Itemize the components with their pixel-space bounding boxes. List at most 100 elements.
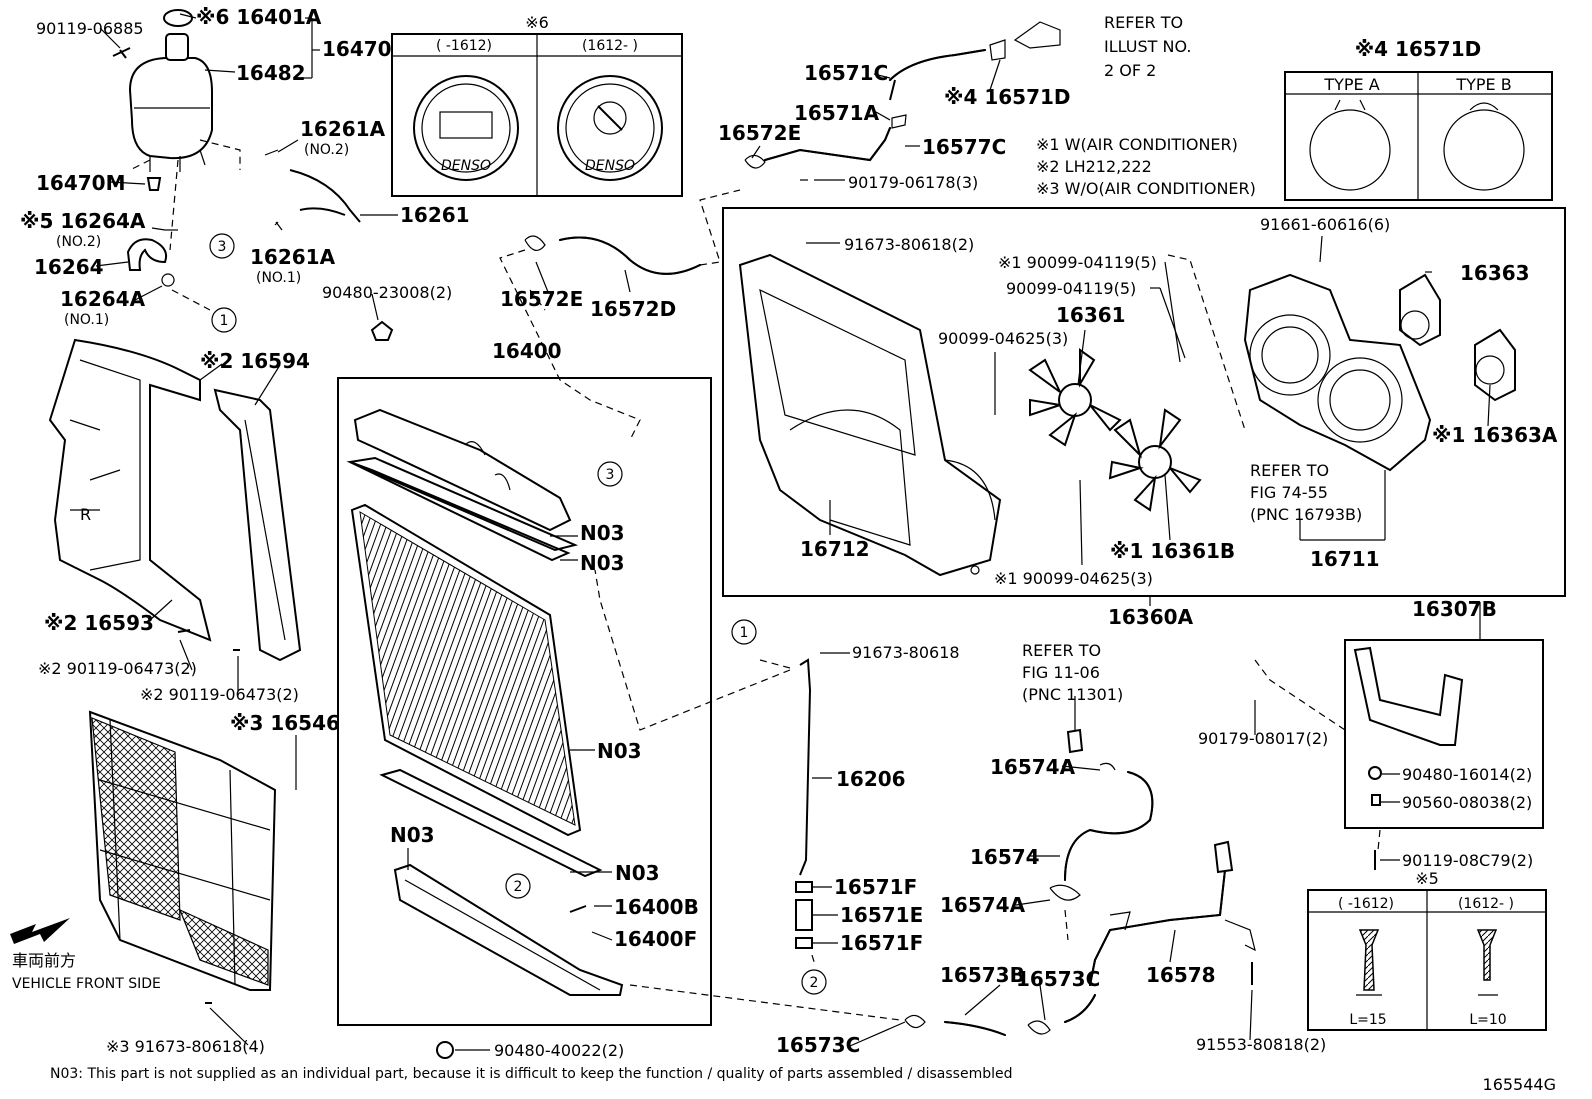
inset-clamp-col1: TYPE A [1323, 75, 1379, 94]
label-16577c: 16577C [922, 135, 1006, 159]
label-91673-80618-4: ※3 91673-80618(4) [106, 1037, 265, 1056]
inset-cap-brand-2: DENSO [585, 158, 635, 174]
label-90119-06473-a: ※2 90119-06473(2) [38, 659, 197, 678]
label-16571c: 16571C [804, 61, 888, 85]
label-16572e-top: 16572E [718, 121, 801, 145]
label-16571a: 16571A [794, 101, 880, 125]
legend-3: ※3 W/O(AIR CONDITIONER) [1036, 179, 1256, 198]
label-16363a: ※1 16363A [1432, 423, 1558, 447]
label-90480-23008: 90480-23008(2) [322, 283, 452, 302]
inset-clip-lengths [1307, 889, 1547, 1031]
refer-fig11-line1: REFER TO [1022, 641, 1101, 660]
refer-illust-line1: REFER TO [1104, 13, 1183, 32]
label-16482: 16482 [236, 61, 306, 85]
label-16571f-a: 16571F [834, 875, 917, 899]
label-90480-40022: 90480-40022(2) [494, 1041, 624, 1060]
refer-fig74-line2: FIG 74-55 [1250, 483, 1328, 502]
label-16307b: 16307B [1412, 597, 1497, 621]
svg-text:2: 2 [810, 975, 819, 991]
inset-clip-col2: (1612- ) [1458, 896, 1514, 912]
vehicle-front-jp: 車両前方 [12, 951, 76, 970]
label-91553-80818: 91553-80818(2) [1196, 1035, 1326, 1054]
label-90179-06178: 90179-06178(3) [848, 173, 978, 192]
label-90099-04119-s1: ※1 90099-04119(5) [998, 253, 1157, 272]
leader-lines [95, 13, 1491, 1051]
label-16264a-no2: ※5 16264A [20, 209, 146, 233]
label-16574a-a: 16574A [990, 755, 1076, 779]
label-no1-b: (NO.1) [64, 312, 109, 328]
label-16400b: 16400B [614, 895, 699, 919]
svg-text:1: 1 [740, 625, 749, 641]
legend-1: ※1 W(AIR CONDITIONER) [1036, 135, 1238, 154]
inset-clamp-col2: TYPE B [1455, 75, 1511, 94]
label-91673-80618-2: 91673-80618(2) [844, 235, 974, 254]
refer-fig11-line2: FIG 11-06 [1022, 663, 1100, 682]
label-16573c-a: 16573C [1016, 967, 1100, 991]
vehicle-front-en: VEHICLE FRONT SIDE [12, 976, 161, 992]
vehicle-front-arrow [10, 918, 70, 944]
label-90119-06885: 90119-06885 [36, 19, 144, 38]
label-16264: 16264 [34, 255, 104, 279]
fan-shroud-16711 [1243, 273, 1432, 472]
label-no1-a: (NO.1) [256, 270, 301, 286]
label-91661-60616: 91661-60616(6) [1260, 215, 1390, 234]
reservoir-tank-group [112, 9, 213, 172]
label-16573b: 16573B [940, 963, 1025, 987]
fan-shroud-assembly-frame [722, 207, 1566, 597]
label-16261a-no1: 16261A [250, 245, 336, 269]
label-90119-08c79: 90119-08C79(2) [1402, 851, 1533, 870]
callout-1-hose: 1 [731, 619, 757, 645]
callout-2-radiator: 2 [505, 873, 531, 899]
label-16470m: 16470M [36, 171, 125, 195]
label-16261a-no2: 16261A [300, 117, 386, 141]
callout-3-radiator: 3 [597, 461, 623, 487]
svg-text:3: 3 [218, 239, 227, 255]
label-90179-08017: 90179-08017(2) [1198, 729, 1328, 748]
legend-2: ※2 LH212,222 [1036, 157, 1152, 176]
inset-cap-col2: (1612- ) [582, 38, 638, 54]
label-no2-a: (NO.2) [304, 142, 349, 158]
refer-fig74-line3: (PNC 16793B) [1250, 505, 1362, 524]
label-16594: ※2 16594 [200, 349, 310, 373]
inset-clamp-title: ※4 16571D [1355, 37, 1482, 61]
fan-blade-16361b [1108, 408, 1202, 512]
label-16711: 16711 [1310, 547, 1380, 571]
label-90119-06473-b: ※2 90119-06473(2) [140, 685, 299, 704]
label-n03-b: N03 [580, 551, 625, 575]
label-90560-08038: 90560-08038(2) [1402, 793, 1532, 812]
inset-clip-title: ※5 [1415, 869, 1439, 888]
fan-shroud-16712 [738, 253, 1002, 577]
inset-cap-brand-1: DENSO [441, 158, 491, 174]
inset-clip-col1: ( -1612) [1338, 896, 1394, 912]
label-16593: ※2 16593 [44, 611, 154, 635]
label-no2-b: (NO.2) [56, 234, 101, 250]
label-n03-a: N03 [580, 521, 625, 545]
svg-text:R: R [80, 505, 91, 524]
label-91673-80618: 91673-80618 [852, 643, 960, 662]
label-16206: 16206 [836, 767, 906, 791]
label-n03-d: N03 [615, 861, 660, 885]
front-grille-screen [88, 710, 277, 991]
refer-illust-line3: 2 OF 2 [1104, 61, 1156, 80]
refer-fig11-line3: (PNC 11301) [1022, 685, 1123, 704]
label-16546: ※3 16546 [230, 711, 340, 735]
label-16261: 16261 [400, 203, 470, 227]
label-90099-04625-s1: ※1 90099-04625(3) [994, 569, 1153, 588]
svg-text:2: 2 [514, 879, 523, 895]
label-16264a-no1: 16264A [60, 287, 146, 311]
refer-fig74-line1: REFER TO [1250, 461, 1329, 480]
inset-cap-title: ※6 [525, 13, 549, 32]
svg-text:1: 1 [220, 313, 229, 329]
label-16361b: ※1 16361B [1110, 539, 1235, 563]
inset-clip-dim1: L=15 [1349, 1012, 1386, 1028]
label-90099-04625: 90099-04625(3) [938, 329, 1068, 348]
label-16363: 16363 [1460, 261, 1530, 285]
label-16574a-b: 16574A [940, 893, 1026, 917]
callout-1-upper: 1 [211, 307, 237, 333]
label-16572e: 16572E [500, 287, 583, 311]
inset-cap-variants [391, 33, 683, 197]
label-16578: 16578 [1146, 963, 1216, 987]
refer-illust-line2: ILLUST NO. [1104, 37, 1191, 56]
label-n03-c: N03 [597, 739, 642, 763]
